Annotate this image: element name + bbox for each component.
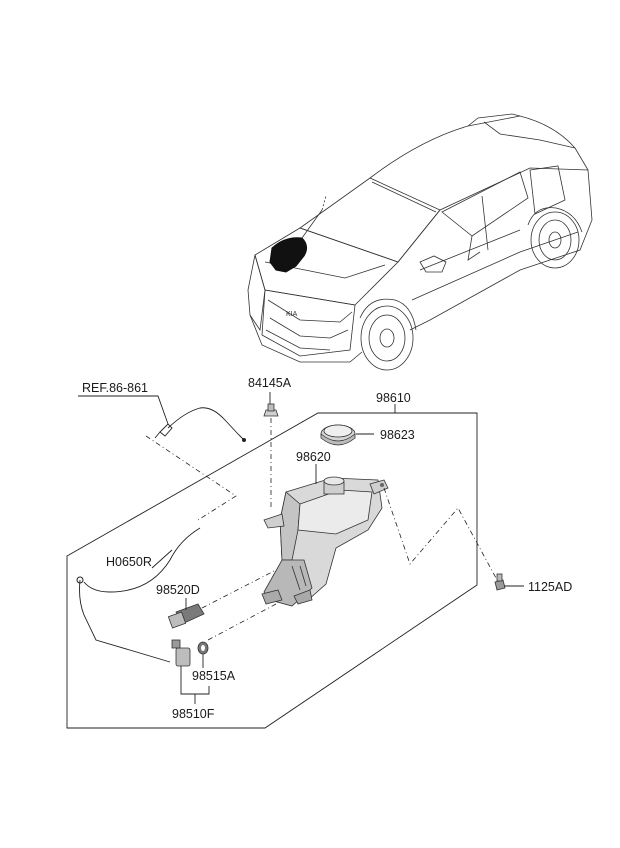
vehicle-illustration: KIA xyxy=(247,113,593,371)
label-98610: 98610 xyxy=(376,391,411,405)
label-98510f: 98510F xyxy=(172,707,215,721)
leader-lines xyxy=(145,418,497,641)
label-98515a: 98515A xyxy=(192,669,236,683)
washer-reservoir-98620 xyxy=(261,476,389,607)
label-98623: 98623 xyxy=(380,428,415,442)
callout-lines xyxy=(78,392,524,704)
grommet-84145a xyxy=(263,403,279,417)
label-84145a: 84145A xyxy=(248,376,292,390)
washer-hose-ref xyxy=(154,407,246,442)
part-labels: REF.86-861 84145A 98610 98623 98620 H065… xyxy=(82,376,572,721)
bolt-1125ad xyxy=(494,573,506,591)
assembly-outline xyxy=(66,412,478,729)
label-98620: 98620 xyxy=(296,450,331,464)
label-ref: REF.86-861 xyxy=(82,381,148,395)
washer-motor-98510f xyxy=(171,639,191,667)
label-1125ad: 1125AD xyxy=(528,580,572,594)
washer-hose-h0650r xyxy=(76,527,201,663)
filler-cap-98623 xyxy=(320,424,356,446)
label-h0650r: H0650R xyxy=(106,555,152,569)
washer-pump-98520d xyxy=(167,603,205,629)
seal-98515a xyxy=(197,641,209,655)
label-98520d: 98520D xyxy=(156,583,200,597)
badge: KIA xyxy=(286,311,298,318)
